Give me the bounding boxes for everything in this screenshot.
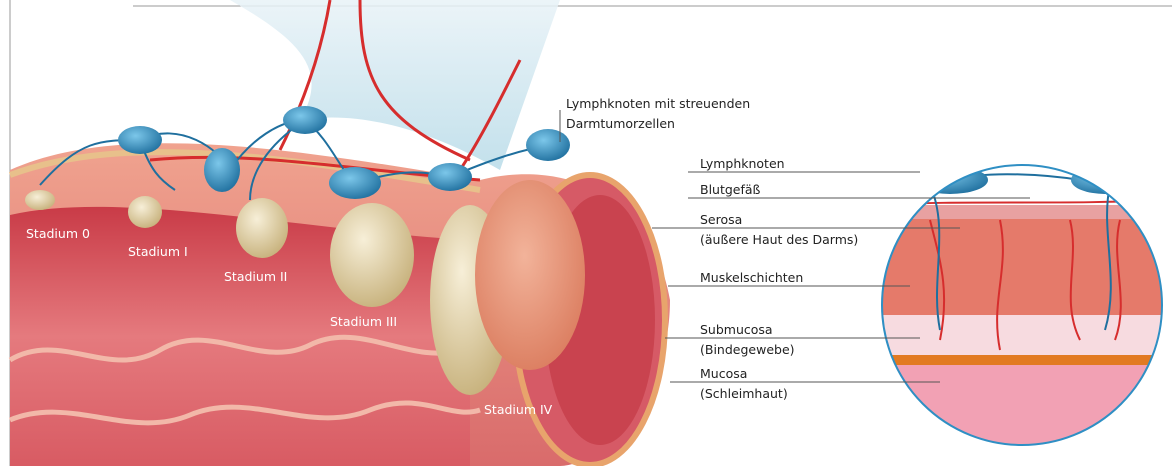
label-lymph-nodes-spreading-line1: Lymphknoten mit streuenden bbox=[566, 96, 750, 111]
label-mucosa: Mucosa (Schleimhaut) bbox=[700, 366, 788, 401]
label-lymph-nodes-spreading: Lymphknoten mit streuenden Darmtumorzell… bbox=[566, 96, 754, 131]
label-stage-1: Stadium I bbox=[128, 244, 188, 259]
lymph-node-4 bbox=[329, 167, 381, 199]
circle-lymph-node-2 bbox=[1071, 166, 1139, 194]
circle-lymph-node-1 bbox=[912, 166, 988, 194]
tumor-stage-0 bbox=[25, 190, 55, 210]
tumor-stage-2 bbox=[236, 198, 288, 258]
layer-muscle bbox=[880, 219, 1170, 315]
label-lymph-node: Lymphknoten bbox=[700, 156, 785, 171]
lymph-node-2 bbox=[204, 148, 240, 192]
tumor-stage-3 bbox=[330, 203, 414, 307]
lymph-node-3 bbox=[283, 106, 327, 134]
label-stage-2: Stadium II bbox=[224, 269, 287, 284]
label-blood-vessel: Blutgefäß bbox=[700, 182, 761, 197]
label-submucosa-line1: Submucosa bbox=[700, 322, 773, 337]
lymph-node-1 bbox=[118, 126, 162, 154]
label-stage-4: Stadium IV bbox=[484, 402, 553, 417]
tumor-stage-1 bbox=[128, 196, 162, 228]
label-serosa-line1: Serosa bbox=[700, 212, 742, 227]
layer-submucosa bbox=[880, 315, 1170, 355]
layer-mucosa-border bbox=[880, 355, 1170, 365]
label-submucosa: Submucosa (Bindegewebe) bbox=[700, 322, 795, 357]
tumor-stage-4 bbox=[475, 180, 585, 370]
label-serosa-line2: (äußere Haut des Darms) bbox=[700, 232, 858, 247]
label-muscle-layers: Muskelschichten bbox=[700, 270, 803, 285]
magnified-wall-circle bbox=[880, 160, 1172, 445]
lymph-node-5 bbox=[428, 163, 472, 191]
label-mucosa-line1: Mucosa bbox=[700, 366, 747, 381]
lymph-node-6 bbox=[526, 129, 570, 161]
label-lymph-nodes-spreading-line2: Darmtumorzellen bbox=[566, 116, 675, 131]
mesentery bbox=[230, 0, 560, 170]
label-submucosa-line2: (Bindegewebe) bbox=[700, 342, 795, 357]
label-serosa: Serosa (äußere Haut des Darms) bbox=[700, 212, 858, 247]
label-mucosa-line2: (Schleimhaut) bbox=[700, 386, 788, 401]
label-stage-0: Stadium 0 bbox=[26, 226, 90, 241]
label-stage-3: Stadium III bbox=[330, 314, 397, 329]
